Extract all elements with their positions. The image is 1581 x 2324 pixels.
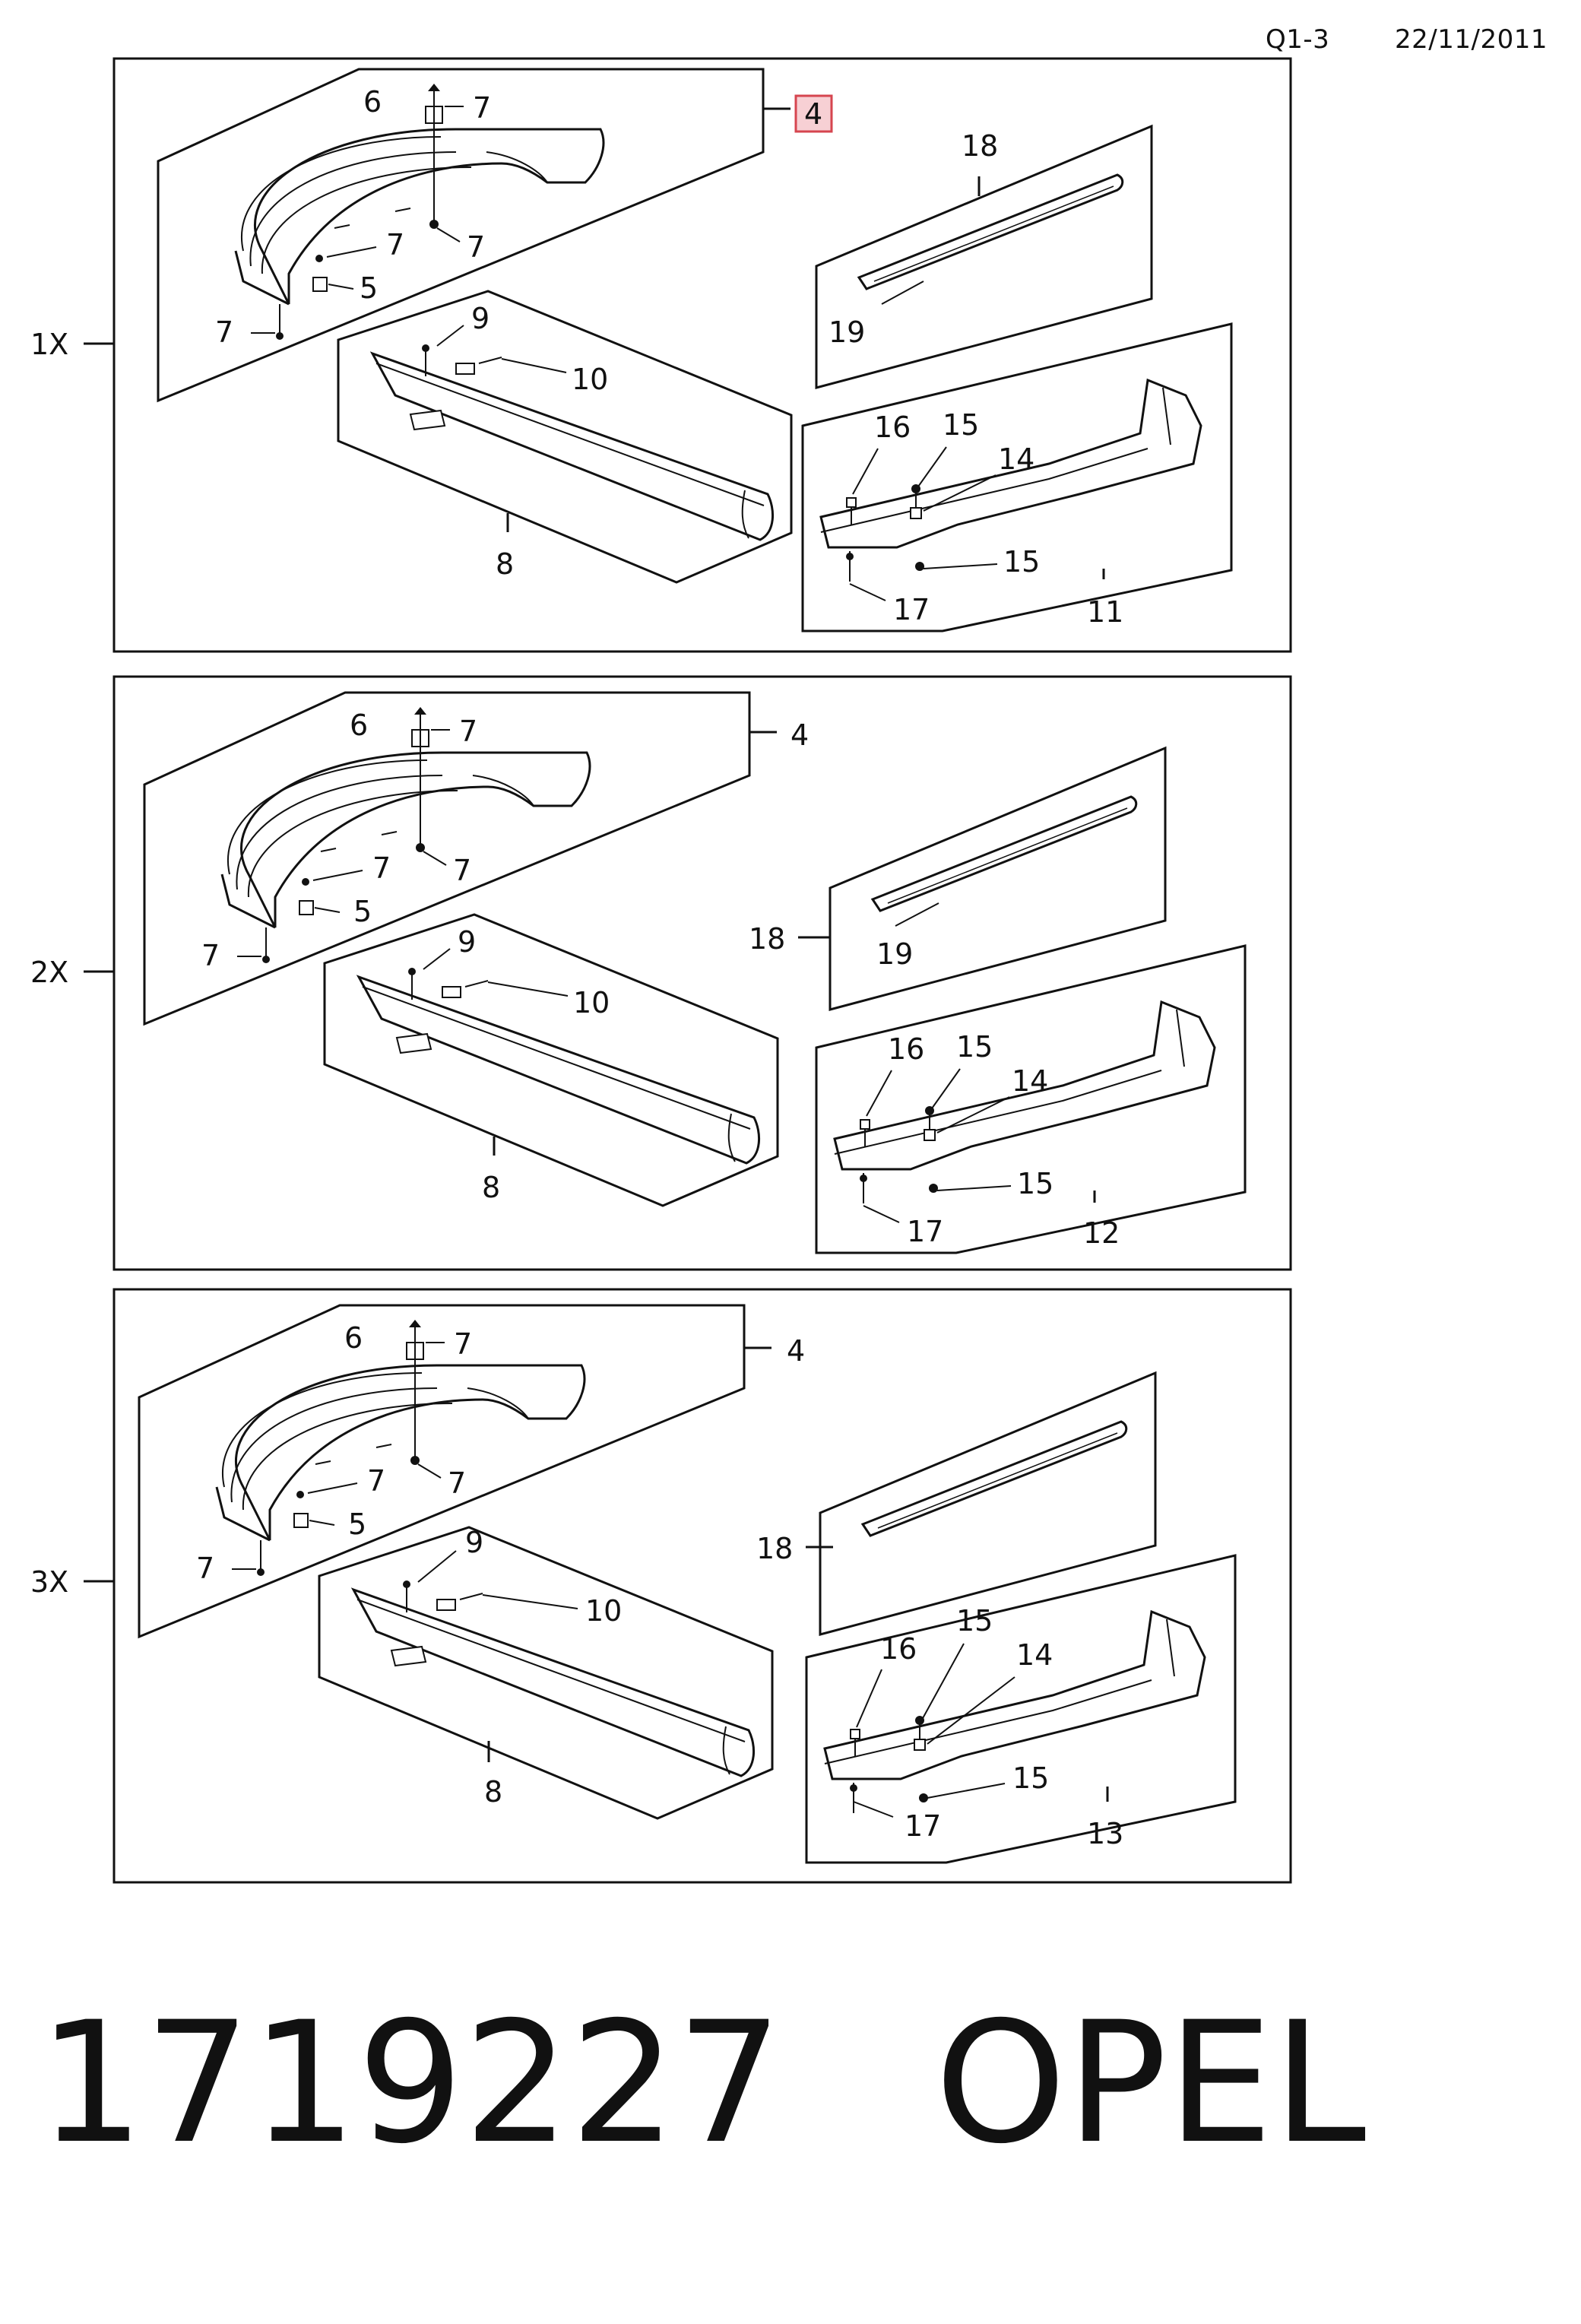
callout-part-14: 14 (998, 442, 1034, 476)
callout-side-skirt: 8 (482, 1171, 500, 1204)
callout-part-9: 9 (465, 1526, 483, 1559)
callout-side-skirt: 8 (496, 547, 514, 581)
callout-part-14: 14 (1016, 1638, 1053, 1672)
callout-front-bumper-lip: 4 (790, 718, 809, 752)
callout-part-7: 7 (201, 939, 220, 972)
panel-2x: 2X 4 8 12 18 19 6 7 7 7 5 7 (30, 675, 1292, 1271)
callout-part-7: 7 (473, 91, 491, 125)
callout-part-15: 15 (1017, 1167, 1053, 1200)
callout-part-16: 16 (888, 1032, 924, 1066)
callout-part-7: 7 (386, 228, 404, 262)
panel-1x: 1X 4 8 11 18 19 6 7 7 7 5 7 9 10 (30, 57, 1292, 653)
callout-rear-spoiler: 18 (749, 922, 785, 956)
callout-part-5: 5 (353, 895, 372, 928)
callout-part-7: 7 (459, 715, 477, 748)
callout-part-17: 17 (907, 1215, 943, 1248)
callout-part-17: 17 (893, 593, 930, 626)
part-number: 1719227 (38, 1986, 783, 2180)
callout-part-15: 15 (1003, 545, 1040, 579)
callout-front-bumper-lip: 4 (804, 97, 822, 131)
callout-rear-diffuser: 11 (1087, 595, 1123, 629)
callout-part-6: 6 (350, 709, 368, 742)
callout-part-6: 6 (363, 85, 382, 119)
callout-part-5: 5 (360, 271, 378, 305)
callout-side-skirt: 8 (484, 1775, 502, 1809)
callout-rear-spoiler: 18 (962, 129, 998, 163)
callout-spoiler-trim: 19 (876, 937, 913, 971)
callout-part-5: 5 (348, 1508, 366, 1541)
callout-rear-diffuser: 13 (1087, 1817, 1123, 1850)
callout-part-7: 7 (372, 851, 391, 885)
callout-part-10: 10 (572, 363, 608, 396)
callout-part-7: 7 (215, 315, 233, 349)
exploded-parts-diagram: 1X 4 8 11 18 19 6 7 7 7 5 7 9 10 (30, 57, 1292, 1884)
callout-part-15: 15 (943, 408, 979, 442)
callout-front-bumper-lip: 4 (787, 1334, 805, 1368)
callout-part-9: 9 (458, 925, 476, 959)
callout-part-7: 7 (367, 1464, 385, 1498)
callout-part-7: 7 (196, 1552, 214, 1585)
qty-label: 1X (30, 328, 68, 361)
callout-spoiler-trim: 19 (829, 315, 865, 349)
diagram-code: Q1-3 (1266, 24, 1330, 55)
qty-label: 3X (30, 1565, 68, 1599)
callout-rear-diffuser: 12 (1083, 1216, 1120, 1250)
callout-part-16: 16 (880, 1632, 917, 1666)
qty-label: 2X (30, 956, 68, 989)
brand-name: OPEL (934, 1986, 1367, 2180)
callout-part-16: 16 (874, 411, 911, 444)
callout-part-10: 10 (573, 986, 610, 1019)
callout-rear-spoiler: 18 (756, 1532, 793, 1565)
diagram-date: 22/11/2011 (1395, 24, 1548, 55)
callout-part-7: 7 (453, 854, 471, 887)
callout-part-7: 7 (448, 1466, 466, 1500)
panel-3x: 3X 4 8 13 18 6 7 7 7 5 7 (30, 1288, 1292, 1884)
callout-part-9: 9 (471, 302, 490, 335)
callout-part-15: 15 (1012, 1761, 1049, 1795)
highlighted-callout[interactable] (794, 94, 833, 133)
callout-part-10: 10 (585, 1594, 622, 1628)
callout-part-15: 15 (956, 1030, 993, 1064)
callout-part-7: 7 (454, 1327, 472, 1361)
callout-part-17: 17 (905, 1809, 941, 1843)
callout-part-7: 7 (467, 230, 485, 264)
callout-part-15: 15 (956, 1604, 993, 1638)
callout-part-6: 6 (344, 1321, 363, 1355)
callout-part-14: 14 (1012, 1064, 1048, 1098)
